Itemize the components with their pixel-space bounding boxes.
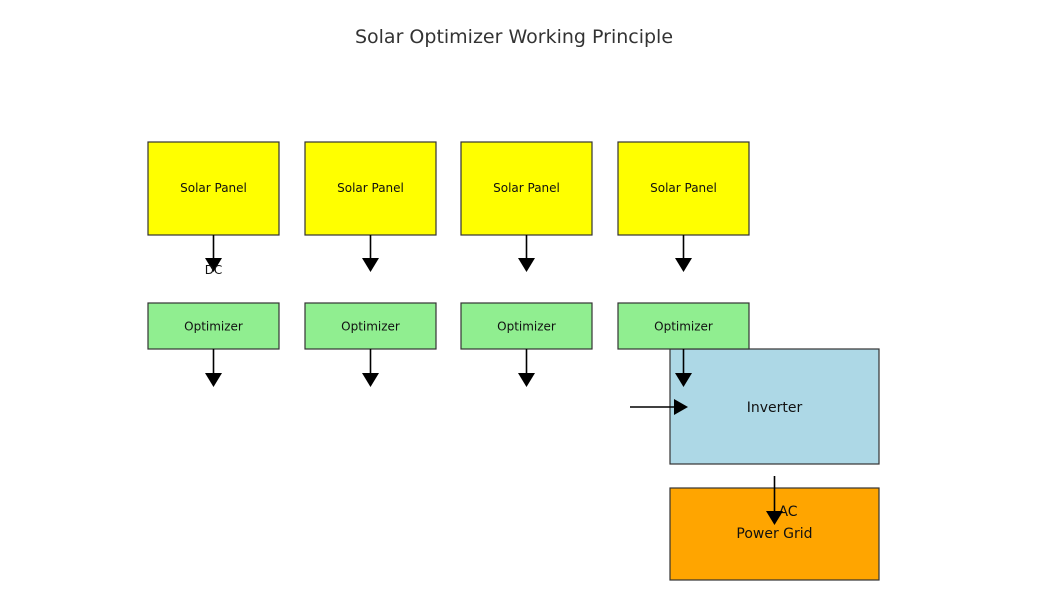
arrow-head [205, 258, 222, 272]
arrow-head [518, 373, 535, 387]
arrow-head [362, 373, 379, 387]
panel-arrow-2 [362, 235, 379, 272]
optimizer-label: Optimizer [184, 320, 243, 334]
optimizer-4: Optimizer [617, 302, 750, 350]
optimizer-arrow-4 [675, 349, 692, 387]
inverter: Inverter [669, 348, 880, 465]
inverter-to-grid-arrow [766, 476, 783, 525]
panel-arrow-3 [518, 235, 535, 272]
inverter-label: Inverter [747, 400, 803, 416]
solar-panel-4: Solar Panel [617, 141, 750, 236]
inverter-input-arrow [630, 399, 688, 415]
optimizer-box [147, 302, 280, 350]
optimizer-arrow-3 [518, 349, 535, 387]
panel-arrow-1 [205, 235, 222, 272]
optimizer-2: Optimizer [304, 302, 437, 350]
ac-label: AC [778, 504, 797, 520]
solar-panel-2: Solar Panel [304, 141, 437, 236]
optimizer-arrow-1 [205, 349, 222, 387]
dc-label: DC [205, 263, 223, 277]
optimizer-1: Optimizer [147, 302, 280, 350]
solar-panel-box [617, 141, 750, 236]
panel-arrow-4 [675, 235, 692, 272]
optimizer-label: Optimizer [654, 320, 713, 334]
solar-panel-label: Solar Panel [493, 181, 560, 195]
solar-panel-label: Solar Panel [180, 181, 247, 195]
optimizer-box [617, 302, 750, 350]
solar-panel-box [460, 141, 593, 236]
arrow-head [518, 258, 535, 272]
optimizer-box [460, 302, 593, 350]
arrow-head [362, 258, 379, 272]
arrow-head [674, 399, 688, 415]
optimizer-arrow-2 [362, 349, 379, 387]
solar-panel-box [304, 141, 437, 236]
solar-panel-box [147, 141, 280, 236]
optimizer-label: Optimizer [341, 320, 400, 334]
power-grid-label: Power Grid [736, 526, 812, 542]
arrow-head [766, 511, 783, 525]
diagram-title: Solar Optimizer Working Principle [355, 26, 673, 48]
optimizer-box [304, 302, 437, 350]
solar-panel-3: Solar Panel [460, 141, 593, 236]
inverter-box [669, 348, 880, 465]
arrow-head [205, 373, 222, 387]
optimizer-label: Optimizer [497, 320, 556, 334]
solar-panel-label: Solar Panel [650, 181, 717, 195]
optimizer-3: Optimizer [460, 302, 593, 350]
arrow-head [675, 258, 692, 272]
arrow-head [675, 373, 692, 387]
solar-panel-1: Solar Panel [147, 141, 280, 236]
solar-panel-label: Solar Panel [337, 181, 404, 195]
